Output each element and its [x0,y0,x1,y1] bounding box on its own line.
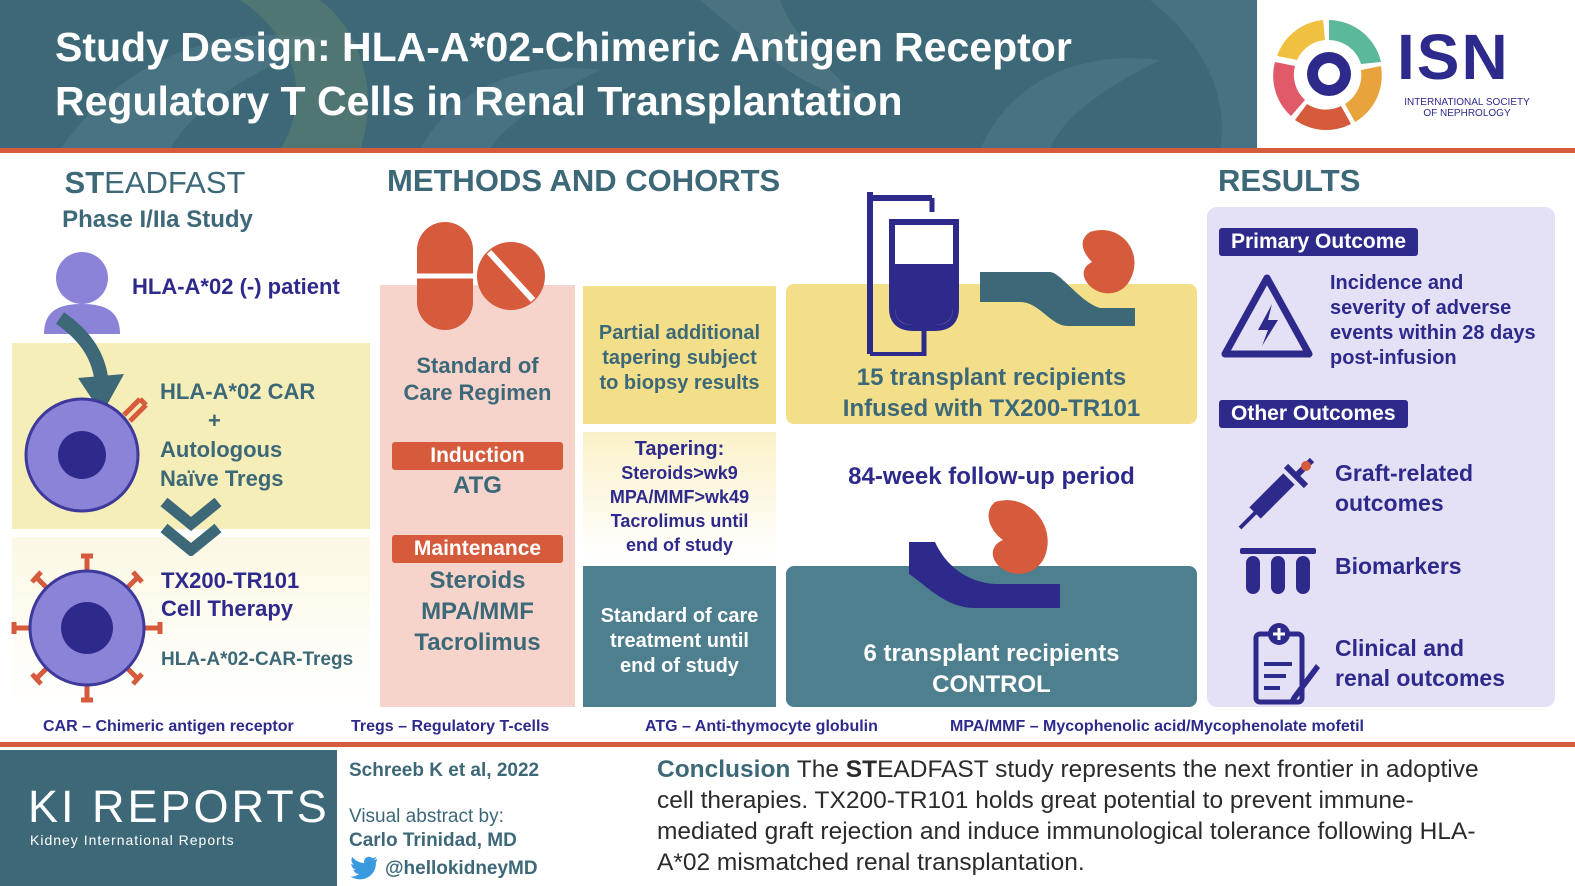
other-outcomes-pill: Other Outcomes [1219,400,1408,428]
abbrev-mpa: MPA/MMF – Mycophenolic acid/Mycophenolat… [950,718,1364,735]
warning-icon [1221,274,1313,358]
car-treg-cell-icon [11,553,163,703]
journal-logo: KI REPORTS Kidney International Reports [0,750,337,886]
study-name: STEADFAST [64,165,246,200]
naive-treg-cell-icon [24,397,148,513]
soc-treatment-box: Standard of care treatment until end of … [583,566,776,707]
hand-kidney-control-icon [909,500,1060,608]
induction-value: ATG [453,472,502,499]
primary-outcome-text: Incidence and severity of adverse events… [1330,272,1536,369]
citation: Schreeb K et al, 2022 [349,760,540,781]
soc-panel [380,285,575,707]
abbrev-car: CAR – Chimeric antigen receptor [43,718,294,735]
study-phase: Phase I/IIa Study [62,206,253,233]
induction-pill: Induction [392,442,563,470]
isn-logo: ISN INTERNATIONAL SOCIETY OF NEPHROLOGY [1257,0,1575,148]
tapering-box: Tapering: Steroids>wk9 MPA/MMF>wk49 Tacr… [583,432,776,558]
control-cohort-label: 6 transplant recipients CONTROL [863,640,1120,698]
conclusion-text: Conclusion The STEADFAST study represent… [657,756,1479,876]
visual-abstract-label: Visual abstract by: [349,806,504,827]
maintenance-drugs: Steroids MPA/MMF Tacrolimus [414,567,541,656]
pill-icon [417,222,545,330]
patient-label: HLA-A*02 (-) patient [132,274,340,299]
twitter-handle: @hellokidneyMD [385,858,538,879]
header-divider [0,148,1575,153]
soc-regimen-label: Standard of Care Regimen [403,353,552,405]
abbrev-atg: ATG – Anti-thymocyte globulin [645,718,878,735]
car-description: HLA-A*02 CAR + Autologous Naïve Tregs [160,379,316,491]
twitter-bird-icon [350,856,378,880]
biomarkers-text: Biomarkers [1335,553,1462,579]
isn-full-name: INTERNATIONAL SOCIETY OF NEPHROLOGY [1404,97,1530,119]
author-name: Carlo Trinidad, MD [349,830,517,851]
followup-period: 84-week follow-up period [848,463,1135,490]
abbrev-tregs: Tregs – Regulatory T-cells [351,718,550,735]
footer-divider [0,742,1575,747]
cells-label: HLA-A*02-CAR-Tregs [161,649,354,670]
header-decoration [60,0,1257,150]
iv-bag-icon [867,192,959,356]
results-panel [1207,207,1555,707]
primary-outcome-pill: Primary Outcome [1219,228,1419,256]
journal-logo-text: KI REPORTS [28,781,330,832]
hand-kidney-icon [980,230,1135,326]
chevron-down-icon [160,498,222,556]
infused-cohort-box [786,284,1197,424]
maintenance-pill: Maintenance [392,535,563,563]
isn-acronym: ISN [1397,21,1510,93]
methods-heading: METHODS AND COHORTS [387,163,781,198]
graft-outcomes-text: Graft-related outcomes [1335,460,1474,516]
clinical-outcomes-text: Clinical and renal outcomes [1335,635,1505,691]
test-tubes-icon [1240,548,1316,594]
arrow-down-icon [55,312,124,414]
partial-tapering-box: Partial additional tapering subject to b… [583,286,776,424]
journal-subtitle: Kidney International Reports [30,832,235,848]
clinical-report-icon [1253,623,1320,705]
page-title: Study Design: HLA-A*02-Chimeric Antigen … [55,24,1072,124]
syringe-icon [1238,457,1315,530]
infused-cohort-label: 15 transplant recipients Infused with TX… [842,364,1141,422]
results-heading: RESULTS [1218,163,1361,198]
isn-emblem-icon [1273,20,1382,130]
therapy-label: TX200-TR101 Cell Therapy [161,568,300,621]
